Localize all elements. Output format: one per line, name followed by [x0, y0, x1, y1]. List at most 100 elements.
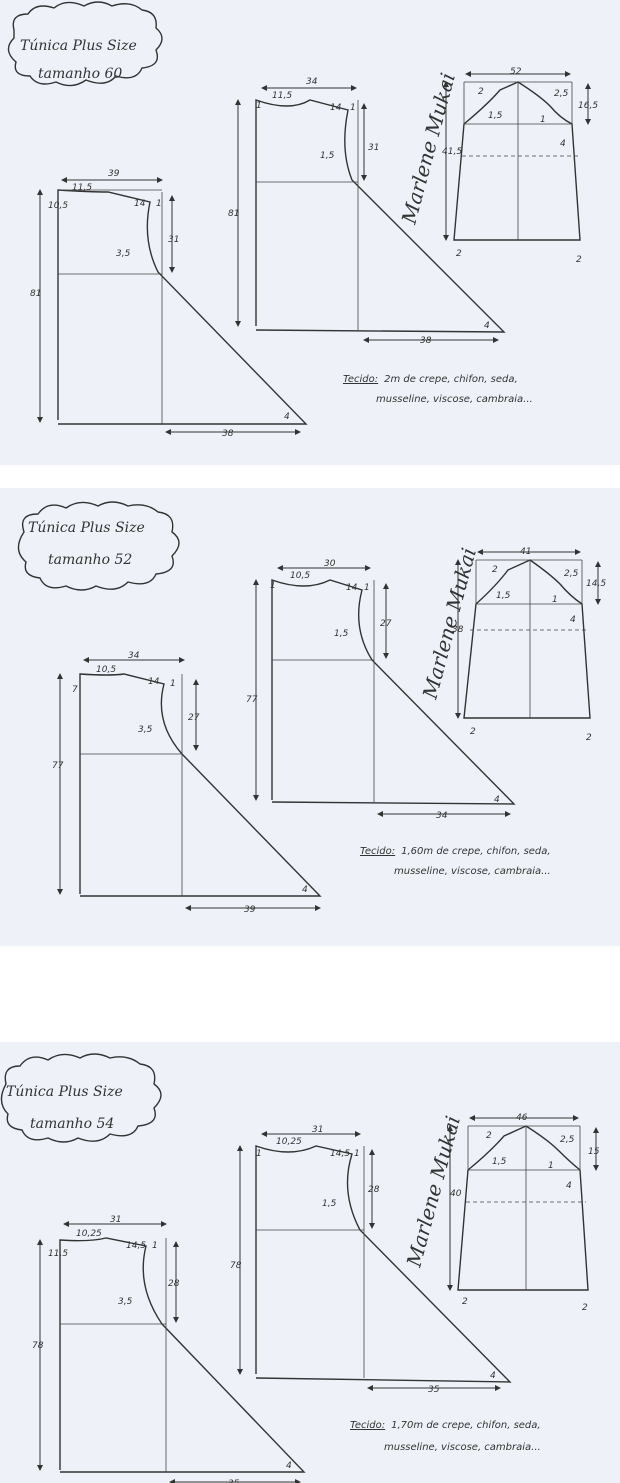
back-shoulder-len-label: 14 — [346, 583, 358, 593]
sleeve-pattern: 41 38 14,5 2 2,5 1,5 1 4 2 2 — [452, 547, 606, 743]
sleeve-width-label: 46 — [516, 1113, 528, 1123]
sleeve-hem-right-label: 2 — [582, 1303, 588, 1313]
back-neck-width-label: 10,5 — [290, 571, 310, 581]
sleeve-a-label: 2 — [478, 87, 484, 97]
fabric-note-label: Tecido: — [350, 1420, 385, 1431]
title-cloud: Túnica Plus Size tamanho 52 — [17, 501, 180, 591]
sleeve-a-label: 2 — [486, 1131, 492, 1141]
svg-text:Tecido:1,60m de crepe, chifon: Tecido: 1,60m de crepe, chifon, seda, — [360, 846, 551, 857]
signature: Marlene Mukai — [417, 545, 481, 702]
back-curve-label: 1,5 — [334, 629, 349, 639]
sleeve-b-label: 2,5 — [564, 569, 579, 579]
title-line-2: tamanho 54 — [30, 1116, 114, 1132]
front-width-label: 31 — [110, 1215, 121, 1225]
front-neck-drop-label: 10,5 — [48, 201, 68, 211]
back-length-label: 77 — [246, 695, 258, 705]
front-hem-rise-label: 4 — [286, 1461, 292, 1471]
front-armhole-height-label: 27 — [188, 713, 200, 723]
back-pattern: 81 34 11,5 1 14 1 31 1,5 38 4 — [228, 77, 506, 346]
title-line-1: Túnica Plus Size — [6, 1084, 123, 1100]
sleeve-c-label: 1,5 — [496, 591, 511, 601]
title-line-2: tamanho 52 — [48, 552, 132, 568]
fabric-note-label: Tecido: — [360, 846, 395, 857]
front-width-label: 34 — [128, 651, 140, 661]
sleeve-hem-right-label: 2 — [576, 255, 582, 265]
front-curve-label: 3,5 — [118, 1297, 133, 1307]
back-shoulder-len-label: 14 — [330, 103, 342, 113]
sleeve-hem-left-label: 2 — [470, 727, 476, 737]
front-hem-label: 35 — [228, 1479, 240, 1483]
front-shoulder-len-label: 14 — [148, 677, 160, 687]
back-neck-drop-label: 1 — [256, 101, 262, 111]
back-neck-drop-label: 1 — [256, 1149, 262, 1159]
fabric-note-line-1: 1,60m de crepe, chifon, seda, — [401, 846, 550, 857]
sleeve-c-label: 1,5 — [488, 111, 503, 121]
sleeve-e-label: 4 — [570, 615, 576, 625]
fabric-note-line-2: musseline, viscose, cambraia... — [394, 866, 551, 877]
sleeve-length-label: 41,5 — [442, 147, 462, 157]
front-neck-width-label: 10,5 — [96, 665, 116, 675]
title-cloud: Túnica Plus Size tamanho 60 — [7, 1, 163, 87]
pattern-sheet-size-52: Túnica Plus Size tamanho 52 77 34 10,5 7… — [0, 488, 620, 946]
back-shoulder-label: 1 — [350, 103, 356, 113]
front-shoulder-label: 1 — [152, 1241, 158, 1251]
front-curve-label: 3,5 — [116, 249, 131, 259]
sleeve-a-label: 2 — [492, 565, 498, 575]
back-hem-label: 35 — [428, 1385, 440, 1395]
svg-text:Tecido:1,70m de crepe, chifon: Tecido:1,70m de crepe, chifon, seda, — [350, 1420, 541, 1431]
back-curve-label: 1,5 — [322, 1199, 337, 1209]
back-hem-rise-label: 4 — [490, 1371, 496, 1381]
front-pattern: 78 31 10,25 11,5 14,5 1 28 3,5 35 4 — [32, 1215, 306, 1483]
front-curve-label: 3,5 — [138, 725, 153, 735]
sleeve-cap-height-label: 16,5 — [578, 101, 598, 111]
sleeve-e-label: 4 — [566, 1181, 572, 1191]
front-neck-drop-label: 7 — [72, 685, 78, 695]
back-length-label: 81 — [228, 209, 239, 219]
pattern-sheet-size-54: Túnica Plus Size tamanho 54 78 31 10,25 … — [0, 1042, 620, 1483]
sleeve-pattern: 46 40 15 2 2,5 1,5 1 4 2 2 — [447, 1113, 600, 1313]
fabric-note-line-1: 2m de crepe, chifon, seda, — [384, 374, 518, 385]
title-line-1: Túnica Plus Size — [20, 38, 137, 54]
sleeve-cap-height-label: 14,5 — [586, 579, 606, 589]
sleeve-b-label: 2,5 — [560, 1135, 575, 1145]
sleeve-cap-height-label: 15 — [588, 1147, 600, 1157]
back-hem-rise-label: 4 — [494, 795, 500, 805]
back-hem-label: 38 — [420, 336, 432, 346]
front-armhole-height-label: 28 — [168, 1279, 180, 1289]
front-neck-width-label: 10,25 — [76, 1229, 102, 1239]
back-length-label: 78 — [230, 1261, 242, 1271]
title-line-2: tamanho 60 — [38, 66, 122, 82]
back-armhole-height-label: 28 — [368, 1185, 380, 1195]
sleeve-e-label: 4 — [560, 139, 566, 149]
back-shoulder-label: 1 — [354, 1149, 360, 1159]
title-cloud: Túnica Plus Size tamanho 54 — [0, 1053, 162, 1143]
sleeve-d-label: 1 — [540, 115, 546, 125]
front-shoulder-label: 1 — [170, 679, 176, 689]
back-armhole-height-label: 31 — [368, 143, 379, 153]
sleeve-width-label: 41 — [520, 547, 531, 557]
front-pattern: 81 39 11,5 10,5 14 1 31 3,5 38 4 — [30, 169, 308, 439]
sleeve-hem-left-label: 2 — [462, 1297, 468, 1307]
back-pattern: 77 30 10,5 1 14 1 27 1,5 34 4 — [246, 559, 516, 821]
title-line-1: Túnica Plus Size — [28, 520, 145, 536]
sleeve-d-label: 1 — [552, 595, 558, 605]
sleeve-hem-right-label: 2 — [586, 733, 592, 743]
front-armhole-height-label: 31 — [168, 235, 179, 245]
back-curve-label: 1,5 — [320, 151, 335, 161]
front-hem-rise-label: 4 — [302, 885, 308, 895]
fabric-note-line-2: musseline, viscose, cambraia... — [384, 1442, 541, 1453]
sleeve-c-label: 1,5 — [492, 1157, 507, 1167]
back-width-label: 30 — [324, 559, 336, 569]
back-hem-label: 34 — [436, 811, 448, 821]
sleeve-d-label: 1 — [548, 1161, 554, 1171]
front-neck-drop-label: 11,5 — [48, 1249, 68, 1259]
fabric-note: Tecido: 1,60m de crepe, chifon, seda, mus… — [360, 846, 551, 877]
pattern-sheet-size-60: Túnica Plus Size tamanho 60 81 39 11,5 1… — [0, 0, 620, 465]
back-width-label: 34 — [306, 77, 318, 87]
fabric-note-label: Tecido: — [343, 374, 378, 385]
front-hem-label: 38 — [222, 429, 234, 439]
front-shoulder-len-label: 14,5 — [126, 1241, 146, 1251]
back-shoulder-label: 1 — [364, 583, 370, 593]
front-shoulder-len-label: 14 — [134, 199, 146, 209]
back-neck-width-label: 10,25 — [276, 1137, 302, 1147]
